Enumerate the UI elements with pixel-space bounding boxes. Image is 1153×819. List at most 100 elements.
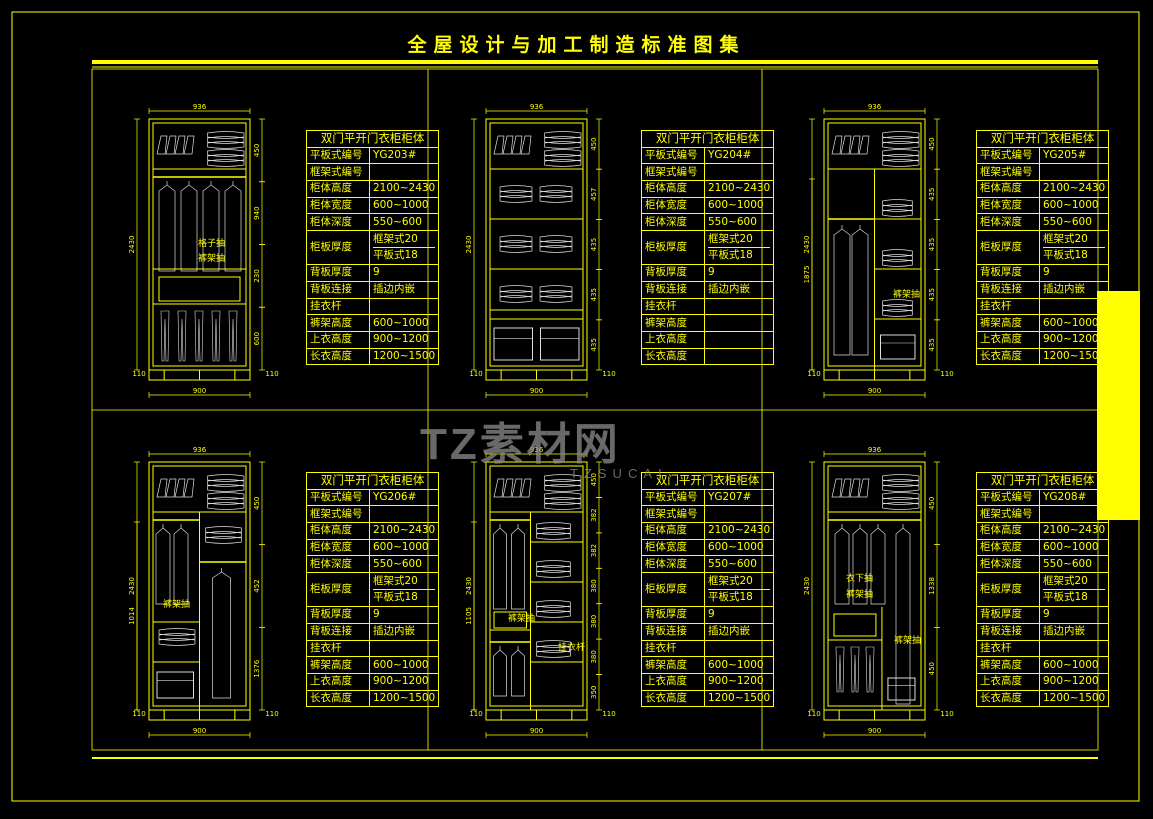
folded-clothes — [207, 131, 245, 139]
spec-label: 柜体深度 — [641, 213, 705, 232]
spec-label: 裤架高度 — [976, 314, 1040, 332]
folded-clothes — [882, 259, 913, 267]
dimension-label: 1376 — [253, 659, 261, 677]
spec-label: 裤架高度 — [641, 314, 705, 332]
callout-label: 裤架抽 — [508, 614, 536, 624]
dimension-label: 110 — [265, 710, 278, 718]
spec-value: 600~1000 — [368, 538, 440, 557]
spec-label: 柜体宽度 — [976, 196, 1040, 215]
spec-value: 9 — [368, 264, 440, 282]
spec-table-row: 背板连接插边内嵌 — [306, 622, 440, 641]
spec-value: 9 — [703, 606, 775, 624]
folded-clothes — [539, 245, 573, 253]
spec-label: 挂衣杆 — [641, 639, 705, 658]
hanging-garment — [493, 524, 507, 610]
dimension-label: 900 — [868, 727, 881, 735]
folded-clothes — [882, 209, 913, 217]
folded-clothes — [536, 645, 571, 653]
dimension-label: 230 — [253, 269, 261, 282]
spec-value: 插边内嵌 — [368, 622, 440, 641]
spec-value-line: 平板式18 — [373, 247, 436, 263]
spec-value — [703, 330, 775, 349]
hanging-trousers — [228, 310, 238, 362]
spec-value: 900~1200 — [703, 672, 775, 691]
folded-clothes — [882, 254, 913, 262]
cabinet-inner — [152, 122, 247, 367]
spec-value: 1200~1500 — [1038, 689, 1110, 708]
spec-label: 柜板厚度 — [641, 230, 705, 266]
folded-clothes — [158, 633, 196, 641]
spec-table-header: 双门平开门衣柜柜体 — [975, 130, 1110, 148]
spec-table-row: 背板连接插边内嵌 — [641, 622, 775, 641]
dimension-label: 110 — [132, 370, 145, 378]
spec-value: 600~1000 — [368, 656, 440, 674]
spec-value — [1038, 297, 1110, 316]
folded-clothes — [544, 492, 582, 500]
spec-value: 600~1000 — [368, 314, 440, 332]
folded-clothes — [536, 600, 571, 608]
spec-label: 裤架高度 — [306, 656, 370, 674]
spec-table-row: 背板连接插边内嵌 — [976, 280, 1110, 299]
folded-clothes — [539, 240, 573, 248]
callout-label: 衣下抽 — [846, 574, 874, 584]
folded-clothes — [499, 235, 533, 243]
folded-clothes — [539, 285, 573, 293]
folded-clothes — [539, 185, 573, 193]
spec-value — [1038, 163, 1110, 182]
callout-label: 挂衣杆 — [558, 643, 586, 653]
cabinet-inner — [489, 122, 584, 367]
folded-clothes — [882, 154, 920, 162]
spec-value-line: 平板式18 — [1043, 589, 1106, 605]
hanging-garment — [851, 225, 869, 356]
folded-clothes — [207, 141, 245, 149]
spec-label: 挂衣杆 — [306, 297, 370, 316]
folded-clothes — [536, 570, 571, 578]
dimension-label: 110 — [132, 710, 145, 718]
dimension-label: 900 — [530, 727, 543, 735]
folded-bag — [183, 478, 195, 498]
folded-clothes — [207, 149, 245, 157]
hanging-trousers — [160, 310, 170, 362]
dimension-label: 936 — [193, 103, 207, 111]
spec-value: 550~600 — [703, 555, 775, 574]
spec-label: 裤架高度 — [306, 314, 370, 332]
spec-value: YG206# — [368, 488, 440, 507]
spec-label: 框架式编号 — [306, 505, 370, 524]
folded-clothes — [207, 136, 245, 144]
folded-clothes — [544, 141, 582, 149]
spec-value: YG204# — [703, 146, 775, 165]
drawer — [493, 611, 527, 629]
hanging-garment — [493, 646, 507, 697]
folded-clothes — [536, 650, 571, 658]
cabinet-inner — [827, 465, 922, 707]
dimension-label: 452 — [253, 579, 261, 592]
dimension-label: 435 — [590, 238, 598, 251]
spec-label: 上衣高度 — [306, 672, 370, 691]
folded-bag — [511, 478, 523, 498]
folded-clothes — [544, 149, 582, 157]
spec-label: 挂衣杆 — [306, 639, 370, 658]
folded-clothes — [536, 522, 571, 530]
spec-label: 柜体高度 — [641, 522, 705, 540]
dimension-label: 110 — [940, 710, 953, 718]
spec-value: 9 — [368, 606, 440, 624]
folded-bag — [183, 135, 195, 155]
spec-value: 550~600 — [1038, 213, 1110, 232]
dimension-label: 435 — [928, 338, 936, 351]
dimension-label: 110 — [940, 370, 953, 378]
